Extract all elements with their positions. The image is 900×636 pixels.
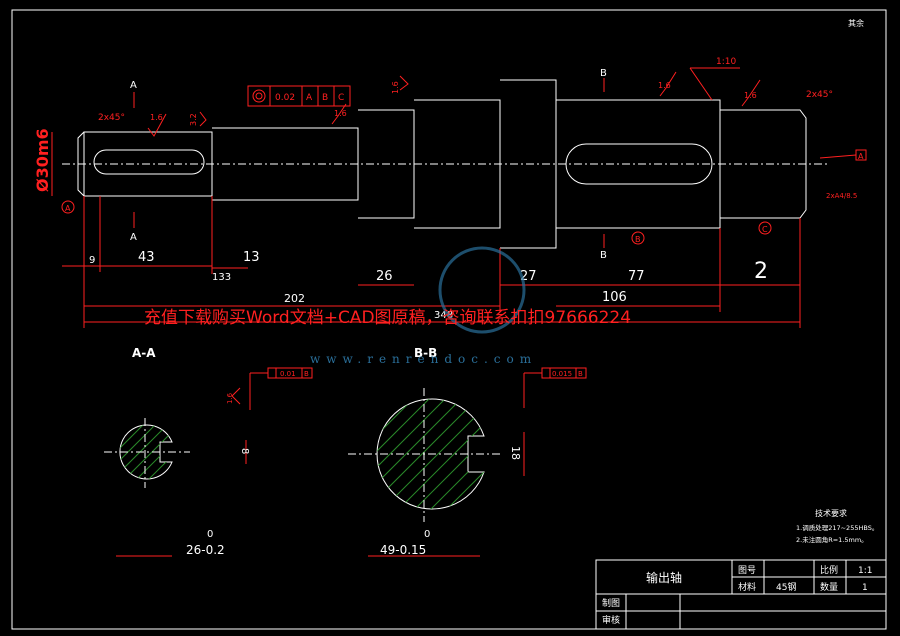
tech-req-title: 技术要求 xyxy=(815,508,847,518)
material-label: 材料 xyxy=(738,581,756,593)
aa-key-dim: 8 xyxy=(239,448,250,454)
tolerance-frame: 0.02 A B C xyxy=(247,85,351,107)
watermark-logo xyxy=(438,246,526,334)
quantity-value: 1 xyxy=(862,583,868,593)
dim-106: 106 xyxy=(602,290,627,305)
left-end xyxy=(77,131,85,197)
bb-diam: 49-0.15 xyxy=(380,543,426,557)
tol-value: 0.02 xyxy=(275,93,295,103)
tol-datum-a: A xyxy=(306,93,313,103)
dim-13: 13 xyxy=(243,250,260,265)
drawn-label: 制图 xyxy=(602,597,620,609)
section-mark-a-top: A xyxy=(130,80,137,91)
dim-43: 43 xyxy=(138,250,155,265)
tol-datum-b: B xyxy=(322,93,328,103)
title-block xyxy=(595,559,887,630)
bb-key-dim: 18 xyxy=(509,446,522,460)
bb-frame-datum: B xyxy=(578,370,583,378)
section-aa-title: A-A xyxy=(132,346,156,360)
drawing-no-label: 图号 xyxy=(738,565,756,576)
aa-frame-value: 0.01 xyxy=(280,370,296,378)
aa-frame: 0.01 B xyxy=(249,367,313,410)
roughness-4: 1.6 xyxy=(391,81,400,94)
quantity-label: 数量 xyxy=(820,581,838,593)
corner-note: 其余 xyxy=(848,18,864,28)
chamfer-left: 2x45° xyxy=(98,113,125,123)
aa-diam: 26-0.2 xyxy=(186,543,225,557)
part-name: 输出轴 xyxy=(646,570,682,585)
section-mark-a-bottom: A xyxy=(130,232,137,243)
dim-2: 2 xyxy=(754,259,768,284)
roughness-2: 3.2 xyxy=(189,113,198,126)
bb-diam-top: 0 xyxy=(424,529,430,540)
tol-datum-c: C xyxy=(338,93,344,103)
aa-frame-datum: B xyxy=(304,370,309,378)
shaft-collar xyxy=(500,79,557,249)
roughness-6: 1.6 xyxy=(744,91,757,100)
dim-202: 202 xyxy=(284,292,305,305)
taper-leader xyxy=(689,67,713,101)
dimension-lines xyxy=(62,196,801,328)
bb-frame: 0.015 B xyxy=(523,367,587,408)
section-bb-title: B-B xyxy=(414,346,437,360)
tech-req-line1: 1.调质处理217~255HBS。 xyxy=(796,523,878,532)
roughness-7: 1.6 xyxy=(226,392,234,404)
dim-348: 348 xyxy=(434,310,453,321)
keyway-left xyxy=(93,149,205,175)
datum-a: A xyxy=(65,204,71,213)
dim-77: 77 xyxy=(628,269,645,284)
roughness-5: 1.6 xyxy=(658,81,671,90)
shaft-step-3 xyxy=(358,109,415,219)
section-aa-view xyxy=(104,418,190,488)
checked-label: 审核 xyxy=(602,614,620,626)
roughness-symbols: 1.6 3.2 1.6 1.6 1.6 1.6 1.6 xyxy=(147,71,761,405)
material-value: 45钢 xyxy=(776,581,796,593)
dim-9: 9 xyxy=(89,255,95,266)
drawing-frame xyxy=(11,9,887,630)
datum-markers: A B C A xyxy=(61,149,867,245)
chamfer-right: 2x45° xyxy=(806,90,833,100)
shaft-main-view xyxy=(62,79,830,249)
aa-diam-top: 0 xyxy=(207,529,213,540)
bb-frame-value: 0.015 xyxy=(552,370,572,378)
keyway-right xyxy=(565,143,713,185)
watermark-site: www.renrendoc.com xyxy=(310,352,538,366)
section-mark-b-top: B xyxy=(600,68,607,79)
datum-b: B xyxy=(635,235,641,244)
dim-26: 26 xyxy=(376,269,393,284)
datum-a-right: A xyxy=(858,152,864,161)
section-marks: A A B B xyxy=(130,68,607,261)
shaft-step-2 xyxy=(212,127,359,201)
tech-req-line2: 2.未注圆角R=1.5mm。 xyxy=(796,535,868,544)
roughness-3: 1.6 xyxy=(334,109,347,118)
roughness-1: 1.6 xyxy=(150,113,163,122)
shaft-step-4 xyxy=(414,99,501,229)
scale-value: 1:1 xyxy=(858,566,872,576)
shaft-step-6 xyxy=(556,99,721,229)
datum-c: C xyxy=(762,225,768,234)
section-bb-view xyxy=(348,388,500,522)
diameter-label: Ø30m6 xyxy=(33,128,52,192)
dim-133: 133 xyxy=(212,272,231,283)
watermark-text: 充值下载购买Word文档+CAD图原稿，咨询联系扣扣97666224 xyxy=(144,308,632,328)
scale-label: 比例 xyxy=(820,564,838,576)
taper-label: 1:10 xyxy=(716,57,736,67)
right-journal xyxy=(720,109,807,219)
section-mark-b-bottom: B xyxy=(600,250,607,261)
center-note: 2xA4/8.5 xyxy=(826,192,857,200)
